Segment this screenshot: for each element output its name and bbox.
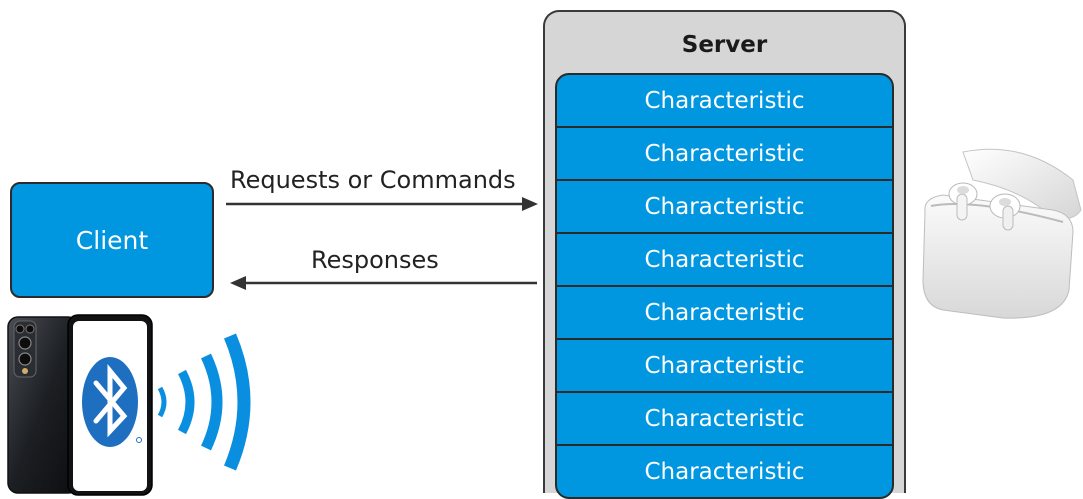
characteristic-row: Characteristic (557, 393, 892, 446)
client-label: Client (75, 225, 149, 255)
characteristic-row: Characteristic (557, 128, 892, 181)
response-arrow (230, 276, 537, 290)
wireless-signal-icon (157, 333, 251, 471)
characteristic-row: Characteristic (557, 287, 892, 340)
smartphone-icon (7, 314, 153, 496)
characteristic-row: Characteristic (557, 75, 892, 128)
characteristic-row: Characteristic (557, 181, 892, 234)
response-arrow-label: Responses (311, 246, 439, 274)
server-box: Server Characteristic Characteristic Cha… (543, 10, 906, 499)
characteristic-row: Characteristic (644, 458, 805, 485)
client-box: Client (10, 182, 214, 298)
characteristic-row: Characteristic (557, 340, 892, 393)
characteristic-row: Characteristic (557, 234, 892, 287)
request-arrow (226, 197, 538, 211)
request-arrow-label: Requests or Commands (230, 166, 516, 194)
characteristic-list: Characteristic Characteristic Characteri… (555, 73, 894, 499)
server-title: Server (681, 32, 768, 58)
bluetooth-icon (82, 357, 138, 447)
earbuds-case-icon (922, 148, 1082, 319)
